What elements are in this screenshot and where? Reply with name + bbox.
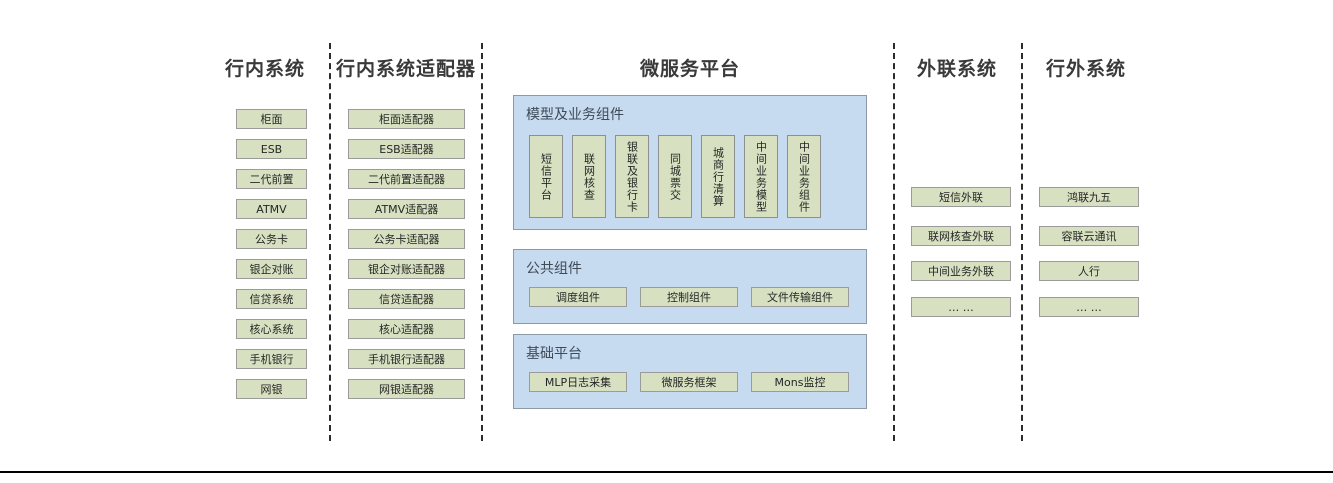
vnode-label: 联网核查: [582, 152, 596, 201]
vnode-model-component[interactable]: 短信平台: [529, 135, 563, 218]
node-public-component[interactable]: 控制组件: [640, 287, 738, 307]
node-external-liaison-system[interactable]: … …: [911, 297, 1011, 317]
node-external-liaison-system[interactable]: 联网核查外联: [911, 226, 1011, 246]
node-base-platform-component[interactable]: MLP日志采集: [529, 372, 627, 392]
panel-base-platform: 基础平台: [513, 334, 867, 409]
node-internal-system[interactable]: 信贷系统: [236, 289, 307, 309]
node-internal-system[interactable]: ATMV: [236, 199, 307, 219]
vnode-model-component[interactable]: 同城票交: [658, 135, 692, 218]
node-internal-adapter[interactable]: 公务卡适配器: [348, 229, 465, 249]
node-external-liaison-system[interactable]: 短信外联: [911, 187, 1011, 207]
column-header-outside-bank: 行外系统: [1045, 58, 1126, 80]
column-header-internal-adapters: 行内系统适配器: [336, 58, 477, 80]
vnode-label: 城商行清算: [711, 146, 725, 207]
node-internal-system[interactable]: ESB: [236, 139, 307, 159]
node-internal-adapter[interactable]: 核心适配器: [348, 319, 465, 339]
node-internal-adapter[interactable]: 手机银行适配器: [348, 349, 465, 369]
vnode-label: 同城票交: [668, 152, 682, 201]
node-internal-adapter[interactable]: ESB适配器: [348, 139, 465, 159]
node-outside-bank-system[interactable]: … …: [1039, 297, 1139, 317]
node-internal-system[interactable]: 二代前置: [236, 169, 307, 189]
node-internal-adapter[interactable]: 信贷适配器: [348, 289, 465, 309]
bottom-rule-divider: [0, 471, 1333, 473]
node-internal-system[interactable]: 公务卡: [236, 229, 307, 249]
node-base-platform-component[interactable]: 微服务框架: [640, 372, 738, 392]
vnode-model-component[interactable]: 中间业务模型: [744, 135, 778, 218]
vnode-model-component[interactable]: 中间业务组件: [787, 135, 821, 218]
node-internal-system[interactable]: 手机银行: [236, 349, 307, 369]
vnode-label: 短信平台: [539, 152, 553, 201]
node-outside-bank-system[interactable]: 人行: [1039, 261, 1139, 281]
vnode-label: 中间业务模型: [754, 140, 768, 213]
panel-title-public-components: 公共组件: [526, 261, 582, 277]
node-outside-bank-system[interactable]: 容联云通讯: [1039, 226, 1139, 246]
node-internal-adapter[interactable]: ATMV适配器: [348, 199, 465, 219]
column-divider-2: [481, 43, 483, 441]
panel-title-model-and-business-components: 模型及业务组件: [526, 107, 624, 123]
node-outside-bank-system[interactable]: 鸿联九五: [1039, 187, 1139, 207]
column-divider-3: [893, 43, 895, 441]
column-divider-4: [1021, 43, 1023, 441]
node-base-platform-component[interactable]: Mons监控: [751, 372, 849, 392]
node-internal-adapter[interactable]: 柜面适配器: [348, 109, 465, 129]
node-public-component[interactable]: 调度组件: [529, 287, 627, 307]
node-internal-adapter[interactable]: 二代前置适配器: [348, 169, 465, 189]
panel-title-base-platform: 基础平台: [526, 346, 582, 362]
node-internal-system[interactable]: 柜面: [236, 109, 307, 129]
column-header-external-liaison: 外联系统: [916, 58, 997, 80]
column-header-internal-systems: 行内系统: [224, 58, 305, 80]
node-internal-adapter[interactable]: 银企对账适配器: [348, 259, 465, 279]
node-internal-system[interactable]: 银企对账: [236, 259, 307, 279]
node-internal-system[interactable]: 核心系统: [236, 319, 307, 339]
node-external-liaison-system[interactable]: 中间业务外联: [911, 261, 1011, 281]
node-public-component[interactable]: 文件传输组件: [751, 287, 849, 307]
vnode-label: 银联及银行卡: [625, 140, 639, 213]
vnode-model-component[interactable]: 城商行清算: [701, 135, 735, 218]
panel-public-components: 公共组件: [513, 249, 867, 324]
vnode-model-component[interactable]: 银联及银行卡: [615, 135, 649, 218]
column-divider-1: [329, 43, 331, 441]
node-internal-adapter[interactable]: 网银适配器: [348, 379, 465, 399]
vnode-label: 中间业务组件: [797, 140, 811, 213]
node-internal-system[interactable]: 网银: [236, 379, 307, 399]
vnode-model-component[interactable]: 联网核查: [572, 135, 606, 218]
column-header-microservice-platform: 微服务平台: [639, 58, 740, 80]
